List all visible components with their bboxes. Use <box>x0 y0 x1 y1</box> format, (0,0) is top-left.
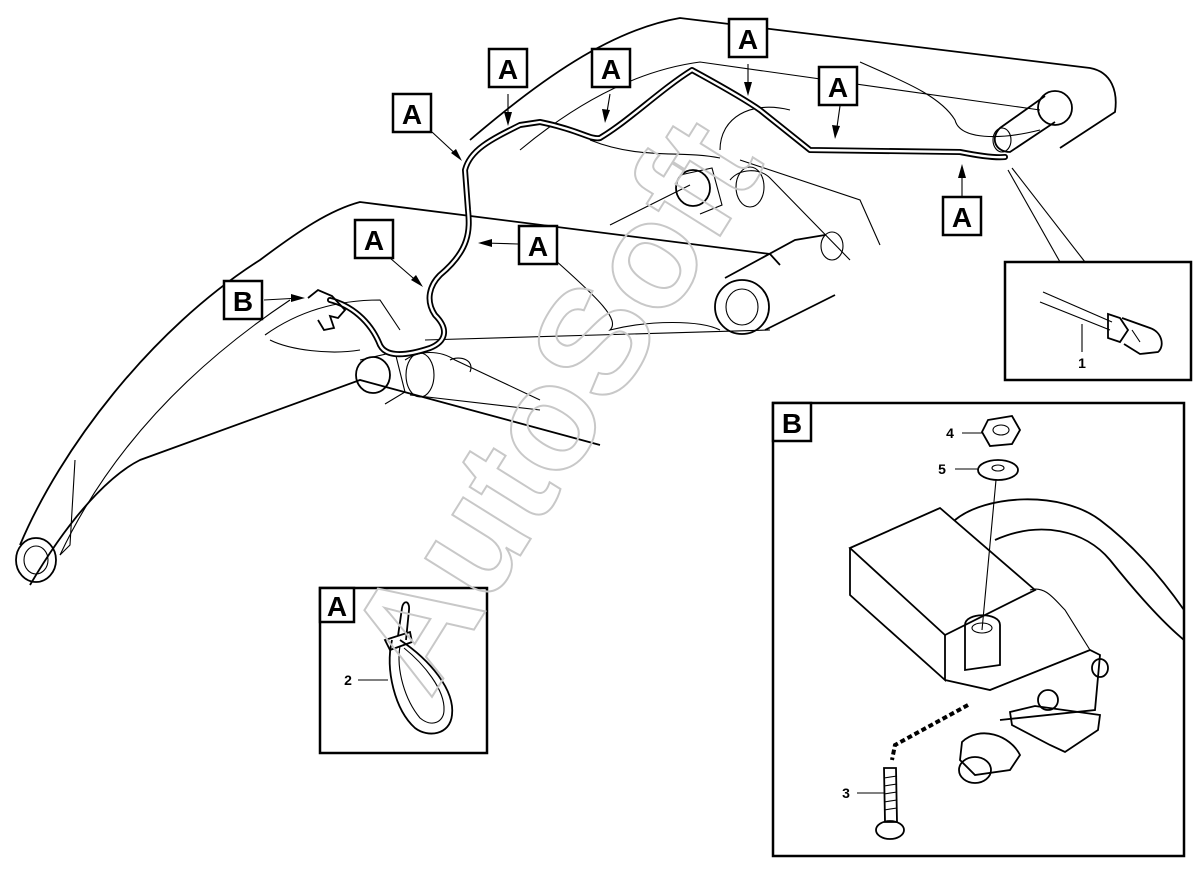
callout-a-3: A <box>590 47 632 89</box>
item-3-label: 3 <box>842 785 850 801</box>
svg-text:A: A <box>402 99 422 130</box>
item-4-label: 4 <box>946 425 954 441</box>
callout-a-2: A <box>487 47 529 89</box>
svg-text:AutoSoft: AutoSoft <box>315 91 793 717</box>
callout-a-5: A <box>817 65 859 107</box>
svg-text:A: A <box>828 72 848 103</box>
callout-a-1: A <box>391 92 433 134</box>
svg-text:B: B <box>782 408 802 439</box>
callout-tags: A A A A A A A A <box>222 17 983 321</box>
svg-text:B: B <box>233 286 253 317</box>
callout-a-7: A <box>353 218 395 260</box>
svg-text:A: A <box>327 591 347 622</box>
callout-a-8: A <box>517 224 559 266</box>
watermark: AutoSoft <box>314 90 794 718</box>
callout-b: B <box>222 279 264 321</box>
item-1-label: 1 <box>1078 355 1086 371</box>
svg-text:A: A <box>601 54 621 85</box>
svg-text:A: A <box>738 24 758 55</box>
detail-connector: 1 <box>1003 260 1193 382</box>
wire-harness <box>307 67 1008 358</box>
svg-text:A: A <box>498 54 518 85</box>
svg-text:A: A <box>528 231 548 262</box>
detail-sensor-mount: B 4 5 3 <box>771 401 1186 858</box>
callout-a-6: A <box>941 195 983 237</box>
item-2-label: 2 <box>344 672 352 688</box>
callout-a-4: A <box>727 17 769 59</box>
lower-boom-arm <box>15 201 844 586</box>
item-5-label: 5 <box>938 461 946 477</box>
upper-boom-arm <box>469 17 1117 261</box>
detail-cable-tie: A 2 <box>318 586 489 755</box>
callout-leaders <box>263 64 1086 302</box>
svg-text:A: A <box>364 225 384 256</box>
svg-text:A: A <box>952 202 972 233</box>
